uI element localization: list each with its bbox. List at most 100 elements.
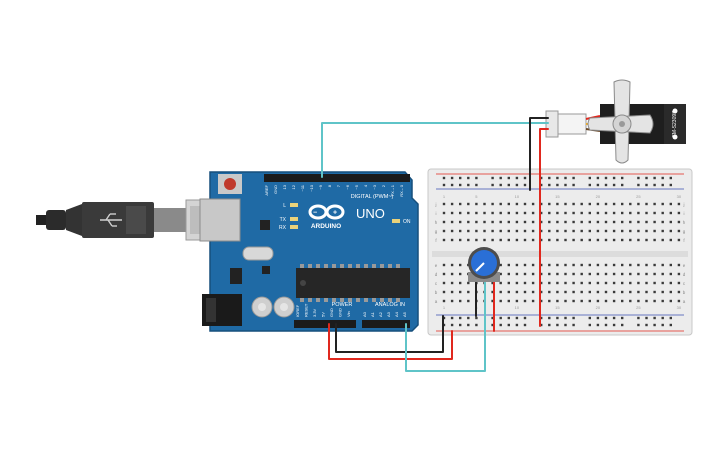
breadboard-holes[interactable]	[442, 176, 681, 327]
servo-ground-wire[interactable]	[529, 117, 549, 191]
pin-label: RESET	[304, 303, 309, 317]
row-letter: a	[435, 299, 438, 304]
pin-label: ~5	[354, 184, 359, 189]
row-letter: c	[435, 281, 438, 286]
pin-label: 5V	[321, 312, 326, 317]
servo-horn[interactable]	[587, 79, 654, 164]
digital-pin-header[interactable]	[264, 174, 410, 182]
reset-button[interactable]	[218, 174, 242, 194]
row-letter: i	[684, 211, 685, 216]
usb-port	[199, 198, 241, 242]
regulator	[230, 268, 242, 284]
pin-label: Vin	[346, 311, 351, 317]
pin-label: RX←0	[399, 184, 404, 197]
column-number: 20	[596, 194, 601, 199]
signal-wire-pin9-to-servo[interactable]	[321, 122, 549, 178]
analog-wire-a0-to-pot[interactable]	[405, 281, 486, 372]
pin-label: A1	[370, 311, 375, 317]
digital-header-label: DIGITAL (PWM~)	[351, 194, 394, 200]
l-led-label: L	[283, 203, 286, 209]
ground-wire[interactable]	[335, 315, 444, 353]
pin-label: 12	[291, 184, 296, 189]
column-number: 25	[636, 305, 641, 310]
crystal	[242, 246, 274, 261]
tx-led	[290, 217, 298, 221]
row-letter: e	[683, 263, 686, 268]
pin-label: 13	[282, 184, 287, 189]
row-letter: i	[436, 211, 437, 216]
pin-label: 8	[327, 184, 332, 187]
potentiometer-knob-indicator	[475, 262, 485, 272]
rx-led	[290, 225, 298, 229]
arduino-infinity-logo	[308, 204, 345, 220]
power-pin-header[interactable]	[294, 320, 356, 328]
5v-power-wire[interactable]	[328, 323, 453, 360]
on-led	[392, 219, 400, 223]
pin-label: GND	[338, 308, 343, 317]
pin-label: TX→1	[390, 184, 395, 196]
pin-label: AREF	[264, 184, 269, 195]
pin-label: A2	[378, 311, 383, 317]
row-letter: d	[683, 272, 686, 277]
svg-text:−: −	[313, 210, 317, 217]
column-number: 5	[475, 194, 478, 199]
power-header-label: POWER	[332, 302, 353, 308]
row-letter: f	[683, 238, 685, 243]
rx-led-label: RX	[279, 225, 287, 231]
l-led	[290, 203, 298, 207]
pin-label: GND	[273, 185, 278, 194]
row-letter: b	[683, 290, 686, 295]
row-letter: e	[435, 263, 438, 268]
pin-label: GND	[329, 308, 334, 317]
pin-label: A5	[402, 311, 407, 317]
pin-label: 2	[381, 184, 386, 187]
row-letter: d	[435, 272, 438, 277]
row-letter: a	[683, 299, 686, 304]
row-letter: j	[435, 202, 437, 207]
pin-label: 7	[336, 184, 341, 187]
column-number: 10	[515, 305, 520, 310]
column-number: 30	[677, 305, 682, 310]
tx-led-label: TX	[280, 217, 287, 223]
column-number: 15	[555, 194, 560, 199]
column-number: 25	[636, 194, 641, 199]
column-number: 20	[596, 305, 601, 310]
pin-label: 4	[363, 184, 368, 187]
analog-pin-header[interactable]	[362, 320, 410, 328]
pin-label: ~10	[309, 184, 314, 192]
potentiometer[interactable]	[468, 247, 500, 282]
brand-label: ARDUINO	[311, 223, 341, 230]
column-number: 15	[555, 305, 560, 310]
model-label: UNO	[356, 206, 385, 221]
row-letter: f	[435, 238, 437, 243]
usb-chip	[260, 220, 270, 230]
servo-power-wire[interactable]	[539, 128, 549, 327]
atmega-chip	[296, 268, 410, 298]
column-number: 30	[677, 194, 682, 199]
row-letter: g	[683, 229, 686, 234]
pin-label: ~11	[300, 184, 305, 191]
column-number: 1	[443, 305, 446, 310]
on-led-label: ON	[403, 219, 411, 225]
pin-label: A0	[362, 311, 367, 317]
column-number: 10	[515, 194, 520, 199]
pin-label: IOREF	[295, 304, 300, 317]
analog-header-label: ANALOG IN	[375, 302, 405, 308]
row-letter: b	[435, 290, 438, 295]
servo-model-label: SM-S2309S	[672, 110, 678, 138]
pin-label: ~3	[372, 184, 377, 189]
row-letter: c	[683, 281, 686, 286]
svg-text:+: +	[333, 210, 337, 217]
servo-motor[interactable]: SM-S2309S	[545, 79, 686, 164]
row-letter: h	[435, 220, 438, 225]
column-number: 1	[443, 194, 446, 199]
row-letter: j	[683, 202, 685, 207]
row-letter: g	[435, 229, 438, 234]
pin-label: A3	[386, 311, 391, 317]
